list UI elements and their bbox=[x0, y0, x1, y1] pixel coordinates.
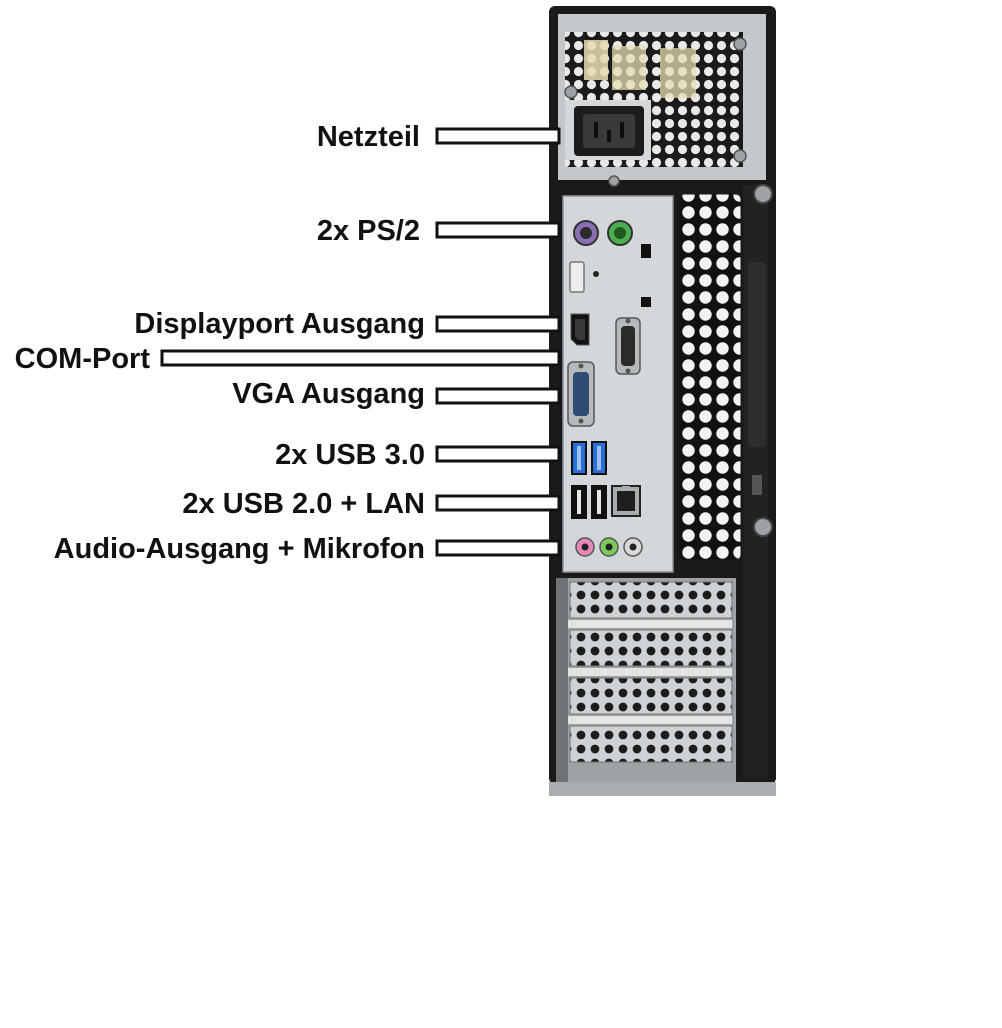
screw-icon bbox=[608, 175, 620, 187]
callout-audio: Audio-Ausgang + Mikrofon bbox=[54, 533, 561, 565]
callout-usb3: 2x USB 3.0 bbox=[275, 439, 561, 471]
lan-port-icon bbox=[611, 485, 641, 517]
vent-grille bbox=[676, 191, 744, 563]
leader-line bbox=[435, 127, 561, 145]
callout-ps2: 2x PS/2 bbox=[317, 215, 561, 247]
thumbscrew-icon bbox=[753, 517, 773, 537]
audio-mic-jack-icon bbox=[575, 537, 595, 557]
screw-icon bbox=[733, 37, 747, 51]
slot-cover bbox=[569, 629, 733, 667]
callout-label: 2x USB 2.0 + LAN bbox=[182, 488, 425, 520]
slot-cover bbox=[569, 581, 733, 619]
vga-port-icon bbox=[567, 361, 595, 427]
audio-out-jack-icon bbox=[599, 537, 619, 557]
usb2-port-icon bbox=[591, 485, 607, 519]
callout-com-port: COM-Port bbox=[15, 343, 561, 375]
callout-label: VGA Ausgang bbox=[232, 378, 425, 410]
leader-line bbox=[435, 315, 561, 333]
callout-label: Audio-Ausgang + Mikrofon bbox=[54, 533, 425, 565]
displayport-icon bbox=[570, 313, 590, 346]
expansion-slots bbox=[556, 578, 736, 782]
screw-icon bbox=[564, 85, 578, 99]
audio-in-jack-icon bbox=[623, 537, 643, 557]
leader-line bbox=[160, 349, 561, 367]
callout-usb2-lan: 2x USB 2.0 + LAN bbox=[182, 488, 561, 520]
slot-cover bbox=[569, 725, 733, 763]
leader-line bbox=[435, 445, 561, 463]
callout-label: Netzteil bbox=[317, 121, 420, 153]
thumbscrew-icon bbox=[753, 184, 773, 204]
io-panel bbox=[562, 195, 674, 573]
leader-line bbox=[435, 221, 561, 239]
ps2-mouse-port-icon bbox=[573, 220, 599, 246]
screw-icon bbox=[733, 149, 747, 163]
callout-label: Displayport Ausgang bbox=[134, 308, 425, 340]
leader-line bbox=[435, 494, 561, 512]
callout-vga: VGA Ausgang bbox=[232, 378, 561, 410]
usb3-port-icon bbox=[571, 441, 587, 475]
callout-power-supply: Netzteil bbox=[317, 121, 561, 153]
power-socket-icon bbox=[574, 106, 644, 156]
ps2-keyboard-port-icon bbox=[607, 220, 633, 246]
com-port-icon bbox=[615, 317, 641, 375]
callout-label: COM-Port bbox=[15, 343, 151, 375]
callout-label: 2x USB 3.0 bbox=[275, 439, 425, 471]
usb3-port-icon bbox=[591, 441, 607, 475]
leader-line bbox=[435, 387, 561, 405]
callout-displayport: Displayport Ausgang bbox=[134, 308, 561, 340]
chassis-bottom-shadow bbox=[549, 782, 776, 796]
callouts: Netzteil 2x PS/2 Displayport Ausgang COM… bbox=[15, 121, 561, 565]
usb2-port-icon bbox=[571, 485, 587, 519]
power-supply bbox=[564, 32, 747, 187]
slot-cover bbox=[569, 677, 733, 715]
callout-label: 2x PS/2 bbox=[317, 215, 420, 247]
leader-line bbox=[435, 539, 561, 557]
